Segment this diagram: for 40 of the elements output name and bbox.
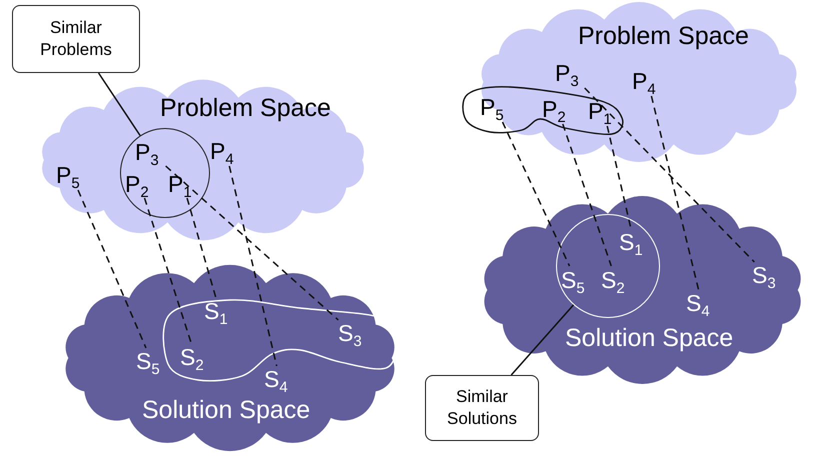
grouping-circle [556,214,660,318]
dashed-line [606,126,632,228]
space-title: Solution Space [142,396,310,425]
dashed-line [144,198,192,344]
space-title: Solution Space [565,324,734,353]
point-label: S$_{4}$ [686,290,718,318]
space-title: Problem Space [160,94,331,123]
point-label: P$_{2}$ [125,171,157,199]
point-label: S$_{2}$ [180,344,212,372]
leader-line [98,72,141,136]
point-label: S$_{4}$ [264,366,296,394]
point-label: P$_{5}$ [56,162,88,190]
point-label: S$_{3}$ [338,320,370,348]
dashed-line [77,190,147,348]
point-label: S$_{5}$ [561,267,593,295]
dashed-line [186,198,217,298]
dashed-line [584,87,755,263]
dashed-line [650,96,700,290]
point-label: S$_{3}$ [752,262,784,290]
point-label: P$_{5}$ [480,94,512,122]
point-label: S$_{1}$ [619,229,651,257]
dashed-line [502,122,570,266]
space-title: Problem Space [578,22,749,51]
dashed-line [228,166,278,366]
point-label: S$_{5}$ [136,348,168,376]
point-label: P$_{3}$ [555,60,587,88]
callout-box: Similar Problems [12,5,140,73]
point-label: P$_{1}$ [168,171,200,199]
dashed-line [165,165,339,321]
dashed-line [562,124,612,266]
callout-box: Similar Solutions [425,375,539,441]
point-label: P$_{3}$ [135,139,167,167]
point-label: P$_{4}$ [210,138,242,166]
leader-line [510,304,574,376]
point-label: P$_{4}$ [632,68,664,96]
point-label: P$_{2}$ [542,96,574,124]
point-label: S$_{2}$ [601,267,633,295]
grouping-circle [120,128,210,218]
point-label: S$_{1}$ [204,298,236,326]
point-label: P$_{1}$ [588,98,620,126]
